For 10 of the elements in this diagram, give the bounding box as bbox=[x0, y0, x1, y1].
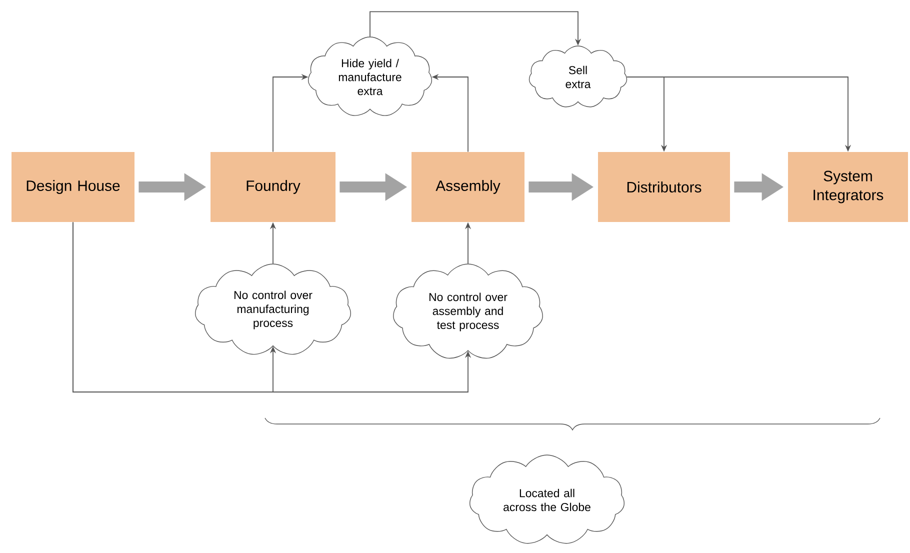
process-box: Assembly bbox=[412, 152, 524, 222]
process-box: System Integrators bbox=[788, 152, 908, 222]
thought-cloud: No control over assembly and test process bbox=[393, 264, 543, 359]
process-box: Design House bbox=[12, 152, 134, 222]
thought-cloud: Located all across the Globe bbox=[470, 454, 624, 544]
thought-cloud: Sell extra bbox=[528, 46, 628, 108]
thought-cloud: No control over manufacturing process bbox=[195, 264, 351, 355]
thought-cloud: Hide yield / manufacture extra bbox=[308, 36, 432, 116]
process-box: Distributors bbox=[598, 152, 730, 222]
process-box: Foundry bbox=[210, 152, 336, 222]
